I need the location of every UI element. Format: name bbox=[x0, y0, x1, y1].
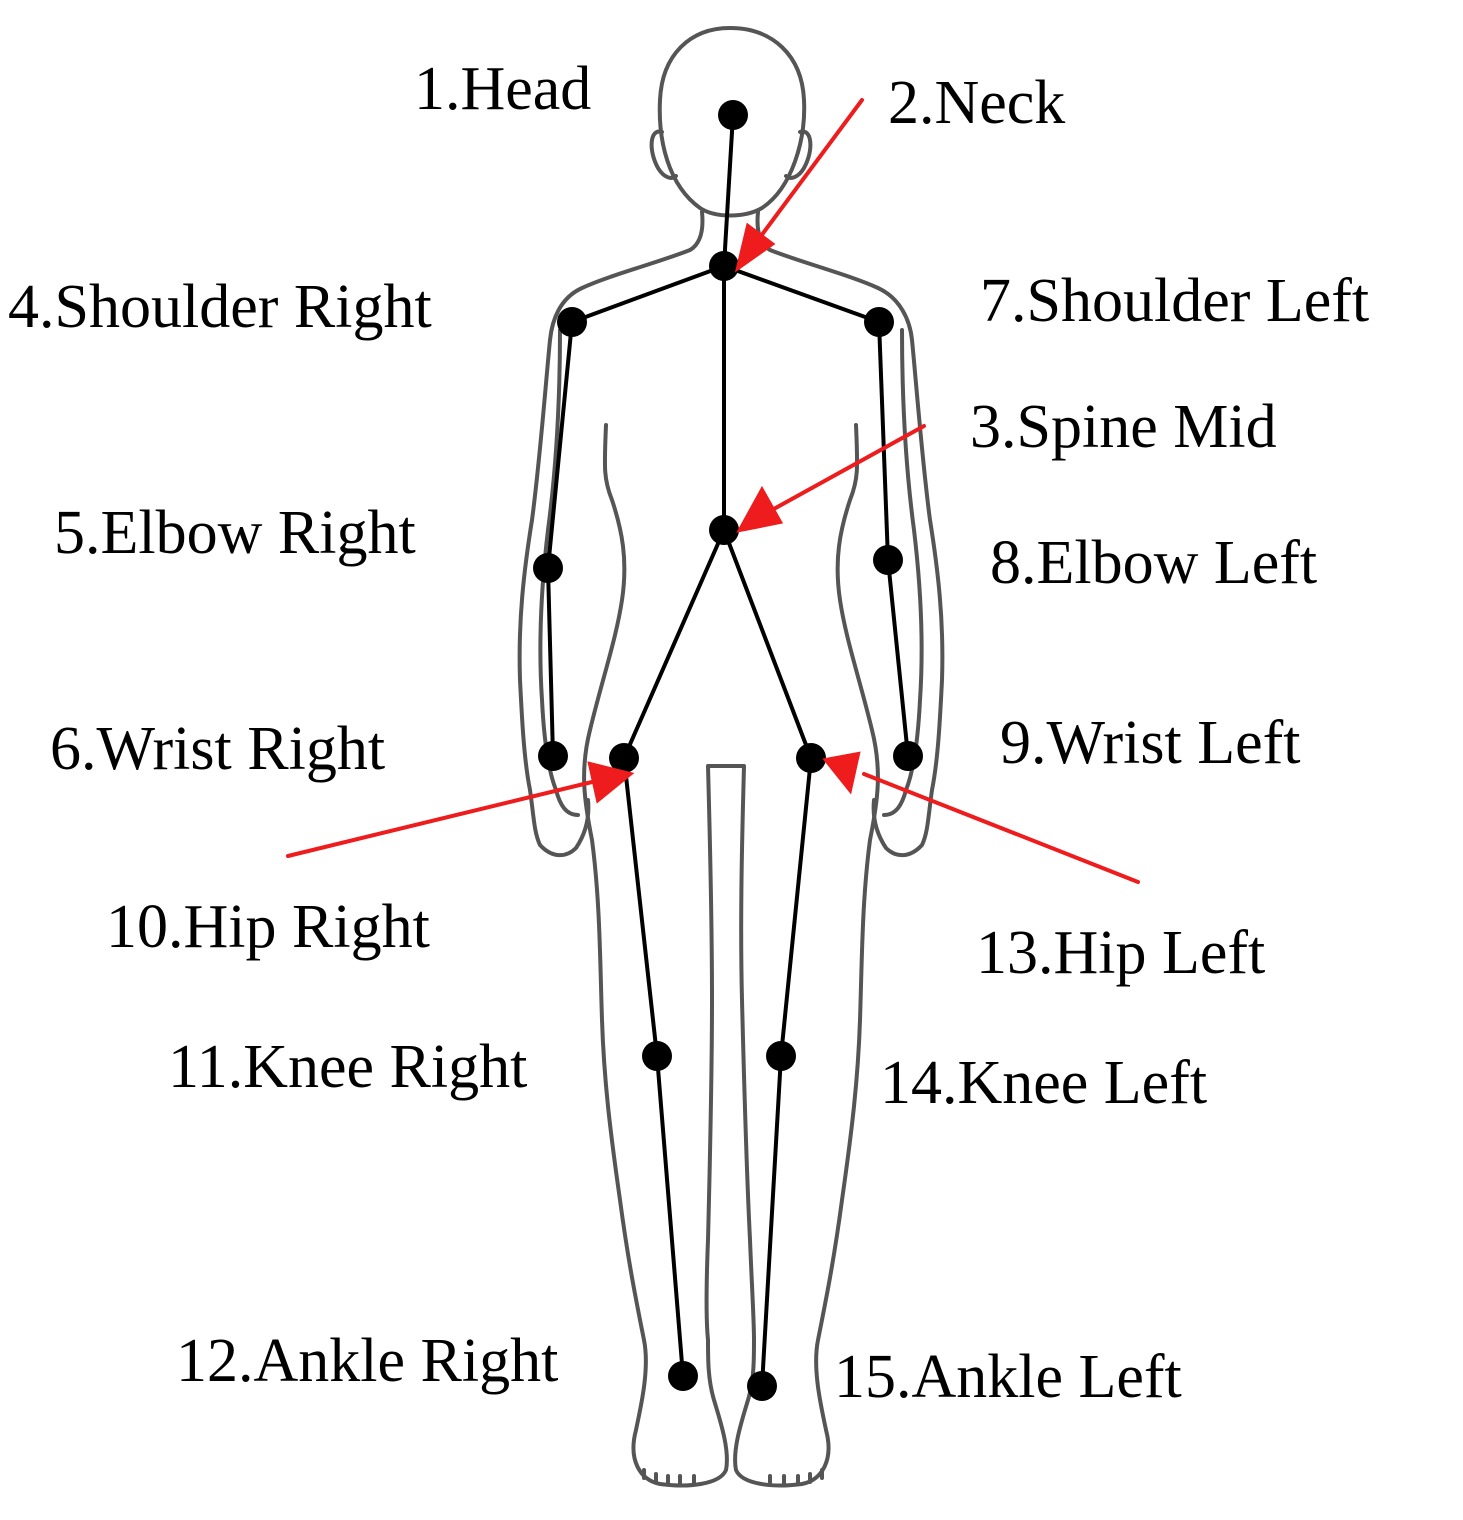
inner-leg-outline bbox=[704, 764, 756, 1342]
joint-elbow-left bbox=[873, 545, 903, 575]
label-hip-left: 13.Hip Left bbox=[976, 919, 1266, 987]
joint-wrist-right bbox=[538, 741, 568, 771]
bone-elbow-wrist-right bbox=[546, 566, 555, 758]
body-outline bbox=[517, 26, 945, 1488]
bone-elbow-wrist-left bbox=[886, 558, 910, 758]
bone-shoulder-elbow-left bbox=[877, 320, 890, 562]
joint-neck bbox=[709, 251, 739, 281]
bone-head-neck bbox=[722, 113, 735, 268]
arrow-hip-right bbox=[286, 761, 635, 858]
toes-right bbox=[642, 1468, 696, 1486]
right-torso-inner bbox=[582, 423, 729, 1488]
head-outline bbox=[657, 26, 807, 218]
joint-shoulder-right bbox=[557, 307, 587, 337]
label-elbow-left: 8.Elbow Left bbox=[990, 529, 1318, 597]
joint-elbow-right bbox=[533, 553, 563, 583]
label-hip-right: 10.Hip Right bbox=[106, 893, 430, 961]
bone-spine-hip-left bbox=[722, 528, 813, 760]
joint-head bbox=[718, 100, 748, 130]
label-spine-mid: 3.Spine Mid bbox=[970, 393, 1277, 461]
ear-right-outline bbox=[649, 129, 678, 180]
arrow-spine-mid bbox=[736, 424, 926, 533]
joint-knee-right bbox=[642, 1041, 672, 1071]
joint-spine-mid bbox=[709, 515, 739, 545]
joint-wrist-left bbox=[893, 741, 923, 771]
joint-shoulder-left bbox=[864, 307, 894, 337]
ear-left-outline bbox=[784, 129, 813, 180]
label-neck: 2.Neck bbox=[888, 69, 1066, 137]
bone-knee-ankle-right bbox=[655, 1054, 685, 1378]
left-side-outline bbox=[755, 210, 945, 858]
skeleton-bones bbox=[546, 113, 910, 1388]
bone-hip-knee-left bbox=[779, 756, 813, 1058]
label-wrist-right: 6.Wrist Right bbox=[50, 715, 386, 783]
bone-spine-hip-right bbox=[622, 528, 726, 760]
joint-hip-right bbox=[609, 743, 639, 773]
joint-hip-left bbox=[796, 743, 826, 773]
bone-neck-shoulder-right bbox=[570, 264, 726, 324]
bone-hip-knee-right bbox=[622, 756, 659, 1058]
arrow-neck bbox=[734, 98, 864, 273]
arrow-hip-left bbox=[822, 751, 1140, 884]
toes-left bbox=[768, 1468, 824, 1486]
joint-knee-left bbox=[766, 1041, 796, 1071]
label-ankle-right: 12.Ankle Right bbox=[176, 1327, 559, 1395]
bone-shoulder-elbow-right bbox=[546, 320, 574, 570]
label-head: 1.Head bbox=[414, 55, 592, 123]
label-knee-right: 11.Knee Right bbox=[168, 1033, 528, 1101]
skeleton-joints bbox=[533, 100, 923, 1401]
pointer-arrows bbox=[286, 98, 1140, 884]
label-wrist-left: 9.Wrist Left bbox=[1000, 709, 1301, 777]
joint-ankle-left bbox=[747, 1371, 777, 1401]
label-shoulder-left: 7.Shoulder Left bbox=[980, 267, 1370, 335]
bone-knee-ankle-left bbox=[760, 1054, 783, 1388]
label-ankle-left: 15.Ankle Left bbox=[834, 1343, 1182, 1411]
right-side-outline bbox=[517, 210, 705, 858]
joint-ankle-right bbox=[668, 1361, 698, 1391]
left-torso-inner bbox=[733, 423, 880, 1488]
label-elbow-right: 5.Elbow Right bbox=[54, 499, 416, 567]
label-shoulder-right: 4.Shoulder Right bbox=[8, 273, 432, 341]
label-knee-left: 14.Knee Left bbox=[880, 1049, 1208, 1117]
bone-neck-shoulder-left bbox=[722, 264, 881, 324]
